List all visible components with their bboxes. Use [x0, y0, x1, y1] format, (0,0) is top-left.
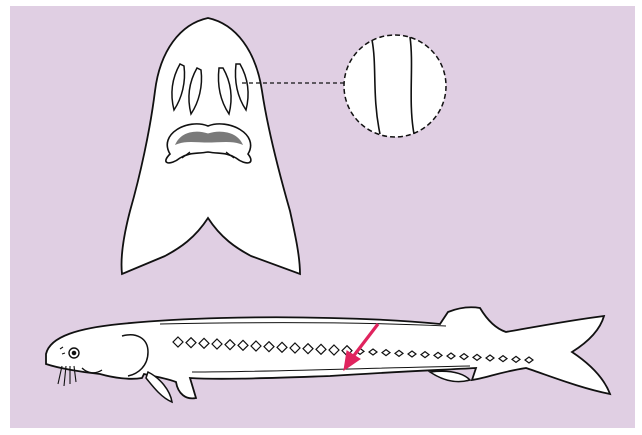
- sturgeon-diagram: [10, 6, 635, 428]
- magnifier-circle: [344, 35, 446, 137]
- eye-pupil: [72, 351, 76, 355]
- scute-magnified-callout: [344, 35, 446, 137]
- diagram-panel: [10, 6, 635, 428]
